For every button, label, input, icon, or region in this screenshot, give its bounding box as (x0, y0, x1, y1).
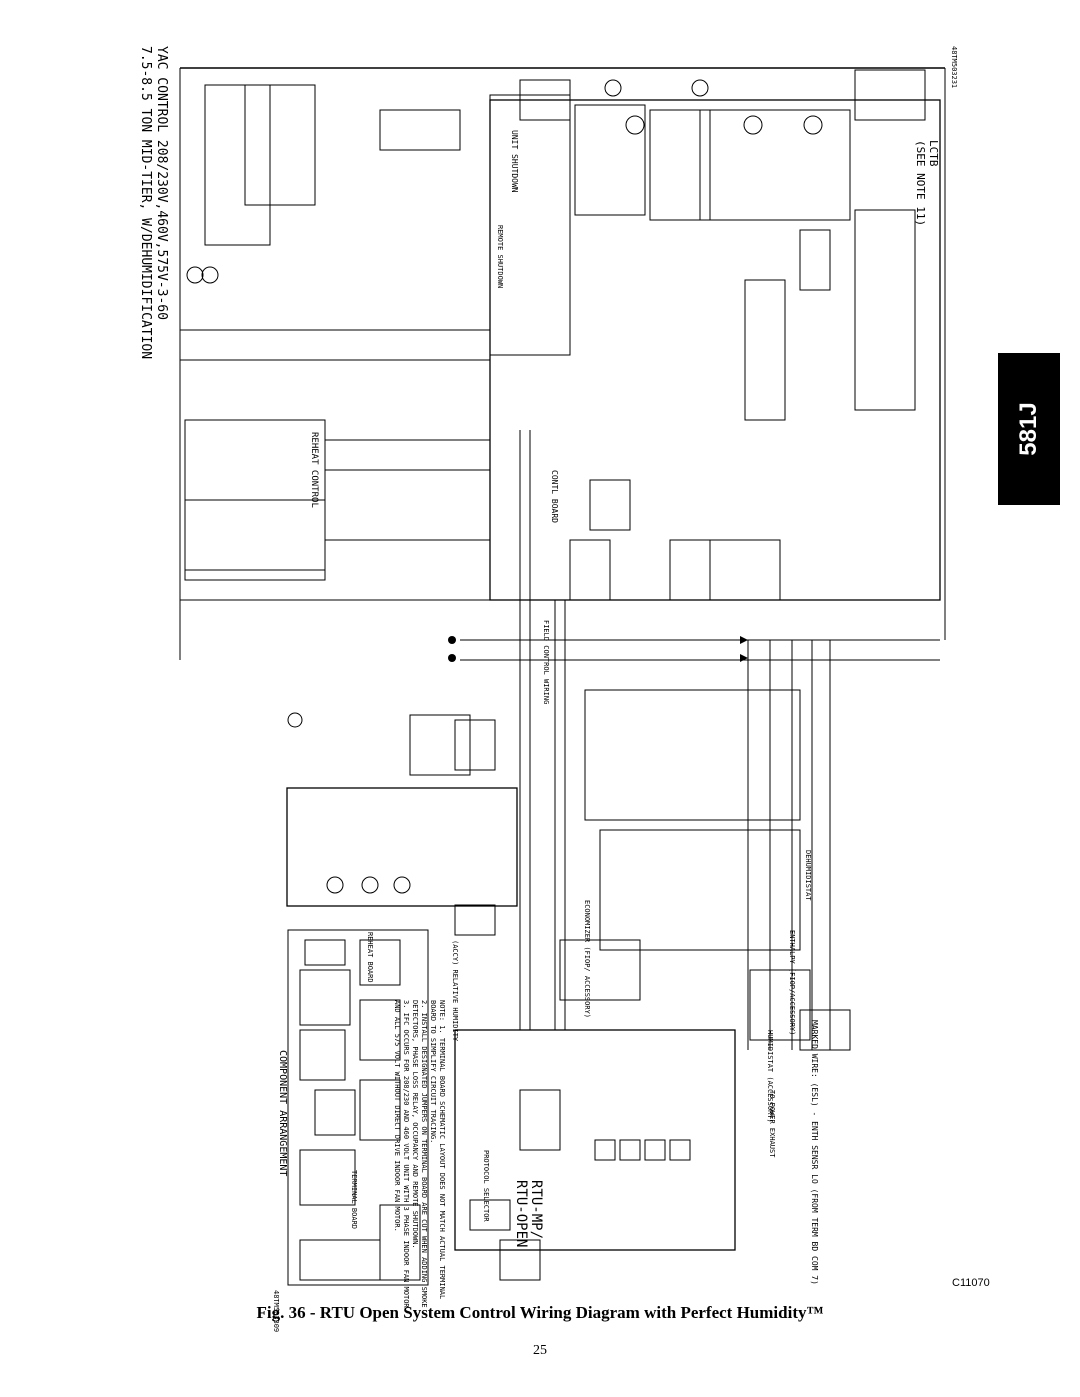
diagram-title-line1: YAC CONTROL 208/230V,460V,575V-3-60 (154, 46, 169, 320)
note-line: 2. INSTALL DESIGNATED JUMPERS ON TERMINA… (420, 1000, 428, 1308)
relative-humidity-label: (ACCY) RELATIVE HUMIDITY (451, 940, 459, 1042)
see-note-label: (SEE NOTE 11) (914, 140, 927, 226)
figure-caption: Fig. 36 - RTU Open System Control Wiring… (256, 1303, 824, 1322)
rtu-mp-label: RTU-MP/ (528, 1180, 544, 1239)
note-line: BOARD TO SIMPLIFY CIRCUIT TRACING. (429, 1000, 437, 1143)
to-power-exhaust-label: TO POWER EXHAUST (768, 1090, 776, 1158)
diagram-title-line2: 7.5-8.5 TON MID-TIER, W/DEHUMIDIFICATION (138, 46, 153, 359)
note-line: NOTE: 1. TERMINAL BOARD SCHEMATIC LAYOUT… (438, 1000, 446, 1299)
unit-shutdown-label: UNIT SHUTDOWN (510, 130, 519, 193)
reheat-control-label: REHEAT CONTROL (309, 432, 319, 508)
section-tab: 581J (998, 353, 1060, 505)
humidistat-label: HUMIDISTAT (ACCESSORY) (766, 1030, 774, 1123)
control-board-label: CONTL BOARD (550, 470, 559, 523)
lctb-label: LCTB (927, 140, 940, 167)
section-tab-label: 581J (1015, 402, 1042, 456)
note-line: AND ALL 575 VOLT WITHOUT DIRECT DRIVE IN… (393, 1000, 401, 1232)
dehumidistat-label: DEHUMIDISTAT (804, 850, 812, 901)
protocol-selector-label: PROTOCOL SELECTOR (482, 1150, 490, 1222)
component-arrangement-label: COMPONENT ARRANGEMENT (277, 1050, 288, 1176)
economizer-label: ECONOMIZER (FIOP/ ACCESSORY) (583, 900, 591, 1018)
terminal-board-label: TERMINAL BOARD (350, 1170, 358, 1229)
reheat-board-label: REHEAT BOARD (366, 932, 374, 983)
remote-shutdown-label: REMOTE SHUTDOWN (496, 225, 504, 288)
doc-number-top: 48TM503231 (950, 46, 958, 88)
page-number: 25 (533, 1343, 547, 1358)
note-line: 3. IFC OCCURS FOR 208/230 AND 460 VOLT U… (402, 1000, 410, 1308)
enthalpy-label: ENTHALPY (FIOP/ACCESSORY) (788, 930, 796, 1035)
marked-wire-label: MARKED WIRE: (ESL) - ENTH SENSR LO (FROM… (810, 1020, 819, 1285)
field-control-wiring-label: FIELD CONTROL WIRING (542, 620, 550, 704)
figure-reference: C11070 (952, 1277, 990, 1289)
rtu-open-label: RTU-OPEN (513, 1180, 529, 1247)
note-line: DETECTORS, PHASE LOSS RELAY, OCCUPANCY A… (411, 1000, 419, 1249)
doc-number-bottom: 48TM503309 (272, 1290, 280, 1332)
